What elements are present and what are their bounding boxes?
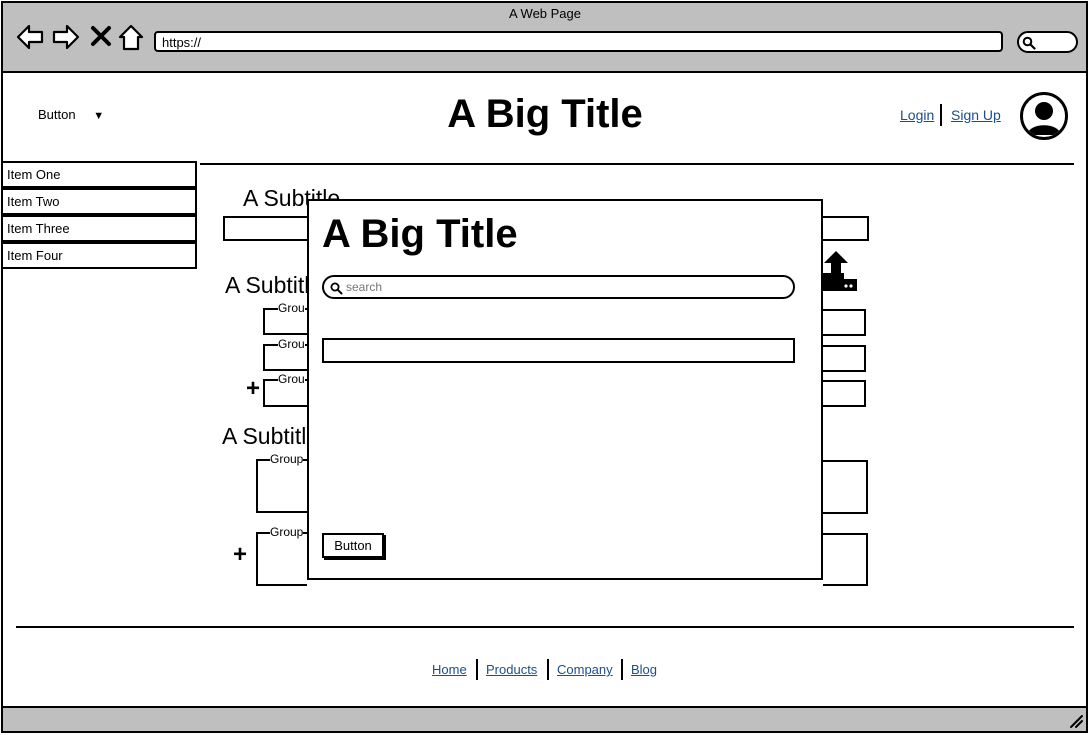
modal-search-input[interactable]: search [322,275,795,299]
link-separator [940,104,942,126]
link-separator [621,659,623,680]
back-arrow-icon[interactable] [15,22,45,52]
group-label: Group [270,452,304,466]
home-icon[interactable] [116,22,146,52]
forward-arrow-icon[interactable] [51,22,81,52]
link-separator [547,659,549,680]
sidebar-item-three[interactable]: Item Three [1,215,197,242]
group-box-a3-end [823,380,866,407]
header-dropdown-button[interactable]: Button ▼ [38,107,104,122]
status-bar [1,706,1088,733]
footer-link-company[interactable]: Company [557,662,613,677]
group-box-b2 [256,532,307,586]
sidebar-item-one[interactable]: Item One [1,161,197,188]
sidebar-item-two[interactable]: Item Two [1,188,197,215]
modal-button[interactable]: Button [322,533,384,558]
resize-grip-icon[interactable] [1068,713,1084,729]
plus-icon[interactable]: + [246,375,261,402]
group-box-a1-end [823,309,866,336]
dropdown-label: Button [38,107,76,122]
footer-divider [16,626,1074,628]
group-box-a2-end [823,345,866,372]
url-bar[interactable]: https:// [154,31,1003,52]
sidebar-item-four[interactable]: Item Four [1,242,197,269]
window-title: A Web Page [508,6,582,21]
group-box-b2-end [823,533,868,586]
subtitle-3: A Subtitl [222,423,307,449]
header-divider [200,163,1074,165]
group-box-b1 [256,459,307,513]
signup-link[interactable]: Sign Up [951,107,1001,123]
modal-title: A Big Title [322,212,518,256]
search-icon [330,282,343,295]
group-box-b1-end [823,460,868,514]
group-label: Group [270,525,304,539]
group-label: Grou [278,337,305,351]
browser-search[interactable] [1017,31,1078,53]
upload-icon[interactable] [820,249,860,293]
user-icon [1027,102,1061,135]
footer-link-blog[interactable]: Blog [631,662,658,677]
group-label: Grou [278,301,305,315]
login-link[interactable]: Login [900,107,935,123]
page-title: A Big Title [447,92,643,136]
link-separator [476,659,478,680]
modal-dialog [307,199,823,580]
modal-text-input[interactable] [322,338,795,363]
caret-down-icon: ▼ [93,110,105,122]
footer-link-home[interactable]: Home [432,662,467,677]
footer-link-products[interactable]: Products [486,662,538,677]
search-icon [1022,36,1036,50]
avatar[interactable] [1020,92,1068,140]
close-x-icon[interactable] [89,24,113,48]
subtitle-2: A Subtitl [225,272,310,298]
group-label: Grou [278,372,305,386]
plus-icon[interactable]: + [233,541,248,568]
search-placeholder: search [346,280,383,294]
